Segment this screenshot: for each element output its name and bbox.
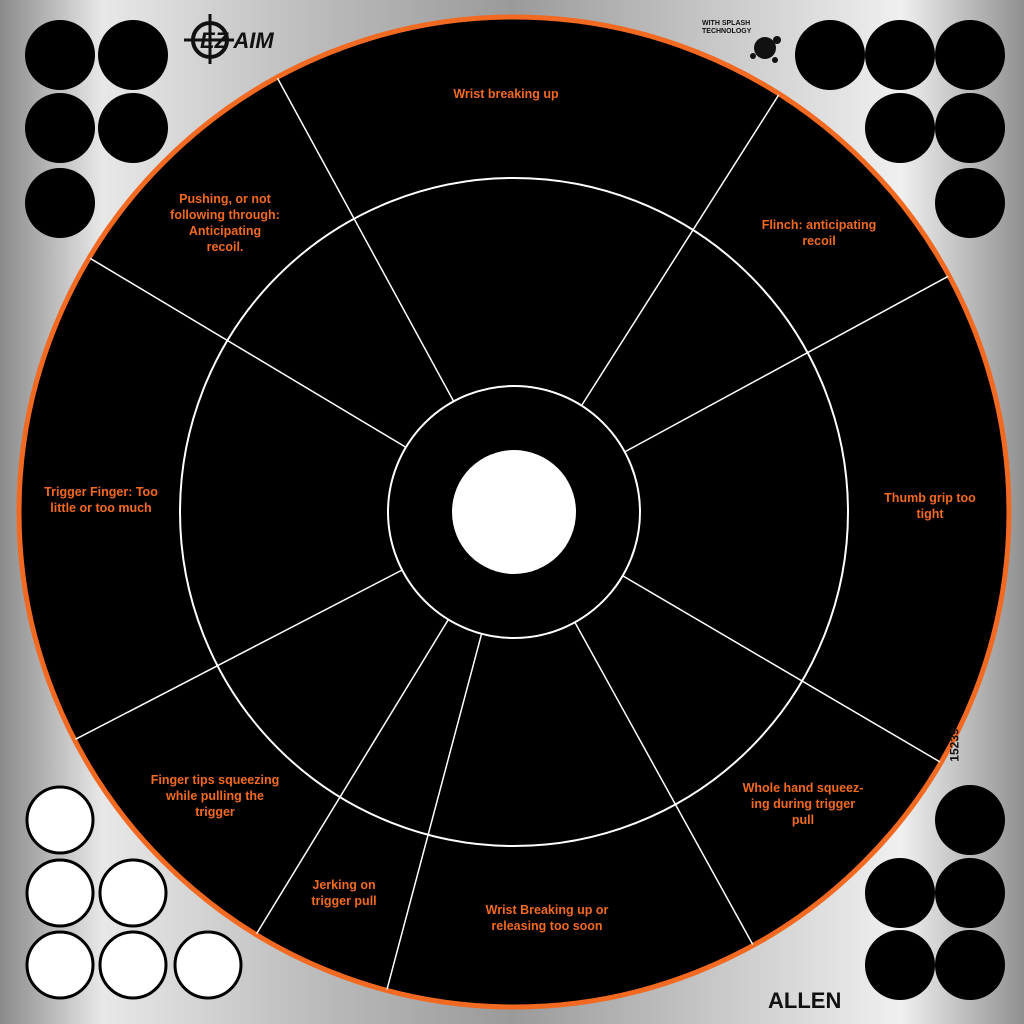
- label-wrist-releasing: Wrist Breaking up or releasing too soon: [485, 903, 609, 933]
- pasty-sticker-black: [935, 168, 1005, 238]
- pasty-sticker-white: [25, 858, 95, 928]
- pasty-sticker-black: [25, 93, 95, 163]
- pasty-sticker-black: [795, 20, 865, 90]
- sector-divider: [574, 621, 754, 945]
- pasty-sticker-black: [865, 20, 935, 90]
- label-pushing: Pushing, or not following through: Antic…: [170, 192, 280, 254]
- pasty-sticker-white: [25, 785, 95, 855]
- pasty-sticker-black: [935, 20, 1005, 90]
- pasty-sticker-black: [98, 93, 168, 163]
- product-code: 15239: [947, 728, 962, 762]
- label-wrist-breaking-up: Wrist breaking up: [453, 87, 559, 101]
- ezaim-logo-text: EZ AIM: [200, 28, 274, 53]
- inner-ring: [387, 385, 641, 639]
- pasty-sticker-white: [25, 930, 95, 1000]
- pasty-sticker-black: [865, 930, 935, 1000]
- pasty-sticker-black: [98, 20, 168, 90]
- sector-divider: [255, 619, 449, 935]
- pasty-sticker-black: [935, 930, 1005, 1000]
- pasty-sticker-white: [98, 930, 168, 1000]
- label-flinch: Flinch: anticipating recoil: [761, 218, 877, 248]
- pasty-sticker-black: [935, 858, 1005, 928]
- bullseye: [452, 450, 576, 574]
- splash-technology-text: WITH SPLASH TECHNOLOGY: [702, 20, 752, 35]
- pasty-sticker-white: [173, 930, 243, 1000]
- splash-icon: [750, 36, 781, 63]
- sector-divider: [624, 275, 949, 453]
- sector-divider: [580, 94, 780, 407]
- label-whole-hand: Whole hand squeez- ing during trigger pu…: [742, 781, 864, 827]
- pasty-sticker-black: [25, 20, 95, 90]
- pasty-sticker-black: [865, 93, 935, 163]
- pasty-sticker-black: [865, 858, 935, 928]
- label-trigger-finger: Trigger Finger: Too little or too much: [44, 485, 158, 515]
- pasty-sticker-white: [98, 858, 168, 928]
- label-jerking: Jerking on trigger pull: [311, 878, 377, 908]
- sector-divider: [276, 77, 455, 402]
- ezaim-logo: [184, 14, 234, 64]
- pasty-sticker-black: [935, 785, 1005, 855]
- pasty-sticker-black: [25, 168, 95, 238]
- sector-divider: [386, 633, 483, 990]
- middle-ring: [179, 177, 849, 847]
- label-thumb-grip: Thumb grip too tight: [884, 491, 976, 521]
- sector-divider: [89, 257, 407, 448]
- sector-divider: [75, 569, 403, 741]
- pasty-sticker-black: [935, 93, 1005, 163]
- label-finger-tips: Finger tips squeezing while pulling the …: [150, 773, 280, 819]
- sector-divider: [622, 575, 941, 763]
- allen-logo: ALLEN: [768, 988, 842, 1013]
